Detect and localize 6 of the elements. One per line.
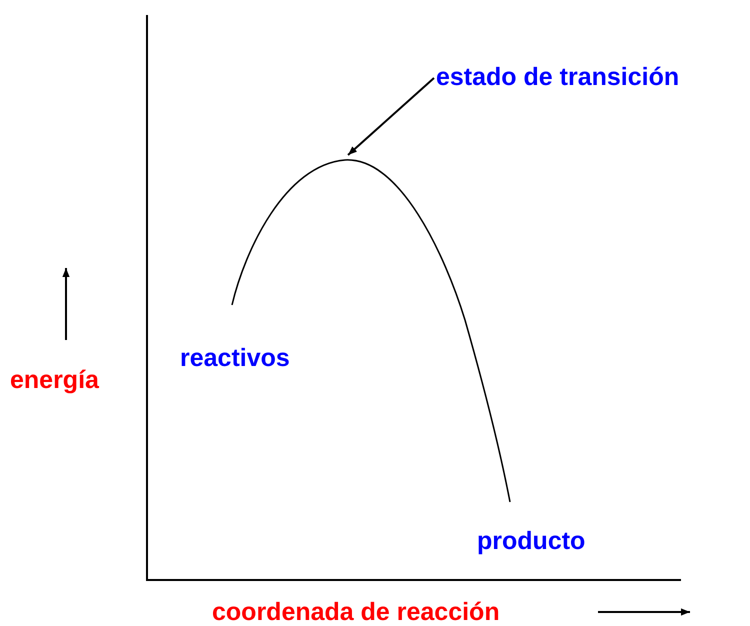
product-label: producto — [477, 526, 586, 556]
annotation-label: estado de transición — [436, 62, 680, 92]
x-axis-label: coordenada de reacción — [212, 597, 500, 626]
y-axis-label: energía — [10, 365, 99, 395]
reactant-label: reactivos — [180, 343, 290, 373]
leader-arrow — [347, 77, 435, 156]
